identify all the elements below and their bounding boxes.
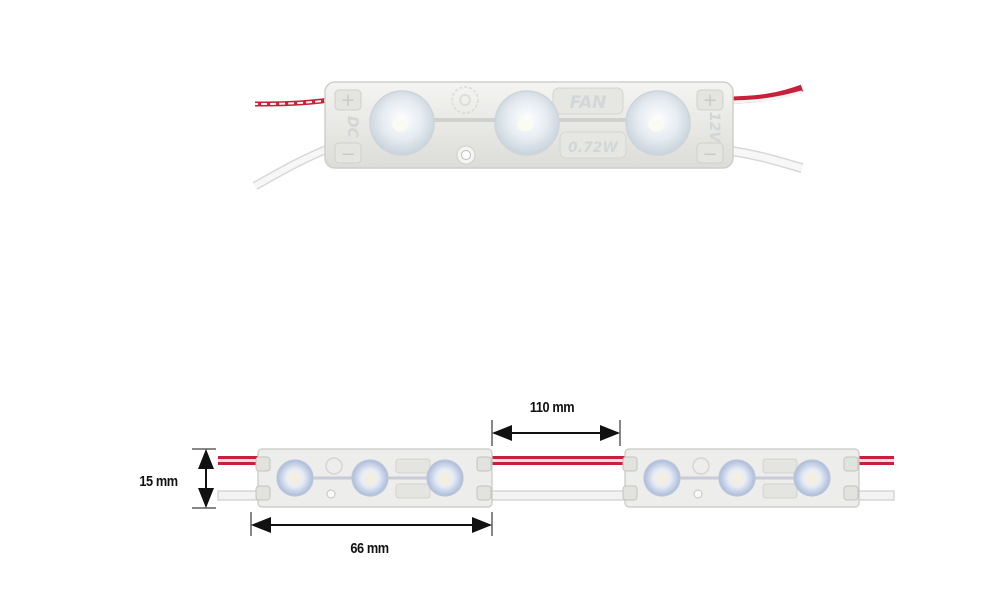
photo-left-plus: + [340,90,355,111]
photo-wires-left [252,97,332,190]
white-wire [217,490,895,501]
height-label: 15 mm [139,473,178,490]
photo-right-plus: + [702,90,717,111]
svg-text:0.72W: 0.72W [568,140,619,156]
photo-right-minus: − [702,144,717,165]
spacing-dimension [491,420,621,446]
length-dimension [250,512,493,536]
photo-led-lens-3 [625,90,691,156]
photo-mounting-hole [456,145,476,165]
svg-text:FAN: FAN [570,93,607,113]
photo-led-lens-1 [369,90,435,156]
red-wire [218,456,894,465]
photo-wires-right [724,84,804,173]
photo-left-marking: DC [344,116,360,139]
schematic-module-2 [622,448,860,508]
photo-led-lens-2 [494,90,560,156]
schematic-module-1 [255,448,493,508]
photo-logo-emboss: FAN [552,87,624,115]
photo-right-marking: 12V [706,112,722,143]
spacing-label: 110 mm [529,399,575,416]
length-label: 66 mm [350,540,389,557]
led-module-photo: + − + − DC 12V FAN 0.72W [252,81,804,190]
photo-power-emboss: 0.72W [559,131,627,159]
photo-left-minus: − [340,144,355,165]
photo-flower-emblem [451,86,479,114]
led-chain-schematic [192,420,895,536]
height-dimension [192,448,216,509]
